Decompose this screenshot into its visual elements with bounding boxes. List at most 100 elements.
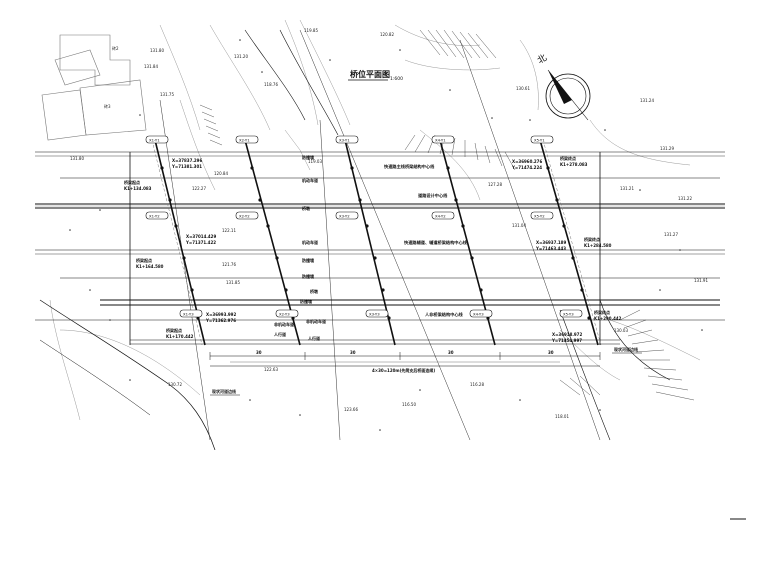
station-value: K1+164.580	[136, 264, 164, 269]
svg-text:122.27: 122.27	[192, 186, 206, 191]
slope-hatching	[199, 29, 695, 401]
north-arrow-icon	[545, 69, 591, 121]
drawing-scale: 1:600	[390, 76, 403, 82]
station-label: 桥梁起点	[136, 257, 152, 263]
svg-text:116.28: 116.28	[470, 382, 484, 387]
bank-label: 现状河道边线	[212, 388, 236, 394]
svg-text:119.03: 119.03	[308, 159, 322, 164]
coordinate: X=36937.189	[536, 240, 566, 245]
buildings: 砖2 砖3	[41, 34, 147, 141]
lane-label-sidewalk: 人行道	[274, 331, 286, 337]
axis-label: X5-Y1	[534, 138, 545, 143]
lane-label-nonmotor: 非机动车道	[306, 318, 326, 324]
axis-label: X3-Y1	[339, 138, 350, 143]
coordinate: X=36960.276	[512, 159, 542, 164]
station-value: K1+278.083	[560, 162, 588, 167]
svg-text:131.91: 131.91	[694, 278, 708, 283]
lane-label-guard: 防撞墙	[302, 273, 314, 279]
lane-label-pier: 桥墩	[310, 288, 318, 294]
station-label: 桥梁终点	[560, 155, 576, 161]
coordinate: Y=71454.997	[551, 338, 582, 343]
svg-text:131.75: 131.75	[160, 92, 174, 97]
diagonal-reference-lines	[159, 29, 601, 441]
coordinate: X=37837.296	[172, 158, 202, 163]
coordinate: X=36993.992	[206, 312, 236, 317]
svg-text:118.01: 118.01	[555, 414, 569, 419]
svg-text:131.21: 131.21	[620, 186, 634, 191]
axis-label: X4-Y3	[473, 312, 484, 317]
building-label: 砖3	[104, 103, 111, 109]
axis-label: X1-Y3	[183, 312, 194, 317]
centerline-label: 人非桥梁结构中心线	[424, 311, 464, 318]
axis-label: X2-Y3	[279, 312, 290, 317]
pier-markers	[160, 166, 591, 320]
svg-text:131.80: 131.80	[150, 48, 164, 53]
span-dim: 30	[448, 350, 454, 355]
svg-text:131.85: 131.85	[226, 280, 240, 285]
span-dim: 30	[548, 350, 554, 355]
svg-text:131.04: 131.04	[512, 223, 526, 228]
lane-label-guard: 防撞墙	[302, 257, 314, 263]
existing-roads	[39, 29, 671, 450]
lane-label-pier: 桥墩	[302, 205, 310, 211]
lane-label-guard: 防撞墙	[302, 154, 314, 160]
svg-text:131.24: 131.24	[640, 98, 654, 103]
station-value: K1+134.083	[124, 186, 152, 191]
terrain-contours	[49, 20, 701, 421]
axis-label: X4-Y1	[435, 138, 446, 143]
axis-label: X1-Y1	[149, 138, 160, 143]
station-value: K1+290.442	[594, 316, 622, 321]
lane-label-sidewalk: 人行道	[308, 335, 320, 341]
coordinate: Y=71381.301	[171, 164, 202, 169]
coordinate: Y=71362.976	[205, 318, 236, 323]
svg-text:123.66: 123.66	[344, 407, 358, 412]
svg-text:131.80: 131.80	[70, 156, 84, 161]
elevation-labels: 131.80 131.84 131.75 131.80 131.20 118.7…	[70, 28, 708, 419]
lane-label-guard: 防撞墙	[300, 298, 312, 304]
building-label: 砖2	[112, 45, 119, 51]
lane-label-motor: 机动车道	[302, 239, 318, 245]
axis-label: X5-Y2	[534, 214, 545, 219]
station-label: 桥梁起点	[124, 179, 140, 185]
svg-text:130.72: 130.72	[168, 382, 182, 387]
centerline-label: 快速路辅道、辅道桥梁结构中心线	[404, 239, 468, 246]
svg-text:119.85: 119.85	[304, 28, 318, 33]
coordinate: Y=71463.443	[535, 246, 566, 251]
survey-points	[69, 39, 703, 431]
span-total: 4×30=120m(先简支后桥面连续)	[372, 367, 435, 373]
north-label: 北	[536, 52, 549, 66]
axis-label: X2-Y1	[239, 138, 250, 143]
svg-text:120.82: 120.82	[380, 32, 394, 37]
coordinate: Y=71474.224	[511, 165, 542, 170]
svg-text:131.29: 131.29	[660, 146, 674, 151]
span-dimension	[209, 352, 601, 367]
svg-text:116.50: 116.50	[402, 402, 416, 407]
svg-text:121.76: 121.76	[222, 262, 236, 267]
station-value: K1+170.442	[166, 334, 194, 339]
svg-text:130.61: 130.61	[516, 86, 530, 91]
station-value: K1+284.580	[584, 243, 612, 248]
coordinate: X=37014.429	[186, 234, 216, 239]
drawing-title: 桥位平面图	[350, 69, 390, 79]
svg-text:127.28: 127.28	[488, 182, 502, 187]
lane-label-motor: 机动车道	[302, 177, 318, 183]
lane-label-nonmotor: 非机动车道	[274, 321, 294, 327]
station-label: 桥梁起点	[166, 327, 182, 333]
svg-text:131.84: 131.84	[144, 64, 158, 69]
svg-text:131.20: 131.20	[234, 54, 248, 59]
bank-label: 现状河道边线	[614, 346, 638, 352]
axis-label: X1-Y2	[149, 214, 160, 219]
svg-text:118.76: 118.76	[264, 82, 278, 87]
axis-label: X3-Y2	[339, 214, 350, 219]
coordinate: X=36918.972	[552, 332, 582, 337]
road-lines	[35, 151, 725, 363]
span-dim: 30	[256, 350, 262, 355]
svg-text:131.27: 131.27	[664, 232, 678, 237]
svg-text:122.11: 122.11	[222, 228, 236, 233]
centerline-label: 道路设计中心线	[418, 192, 448, 199]
axis-label: X3-Y3	[369, 312, 380, 317]
svg-text:120.84: 120.84	[214, 171, 228, 176]
axis-label: X5-Y3	[563, 312, 574, 317]
svg-text:131.22: 131.22	[678, 196, 692, 201]
